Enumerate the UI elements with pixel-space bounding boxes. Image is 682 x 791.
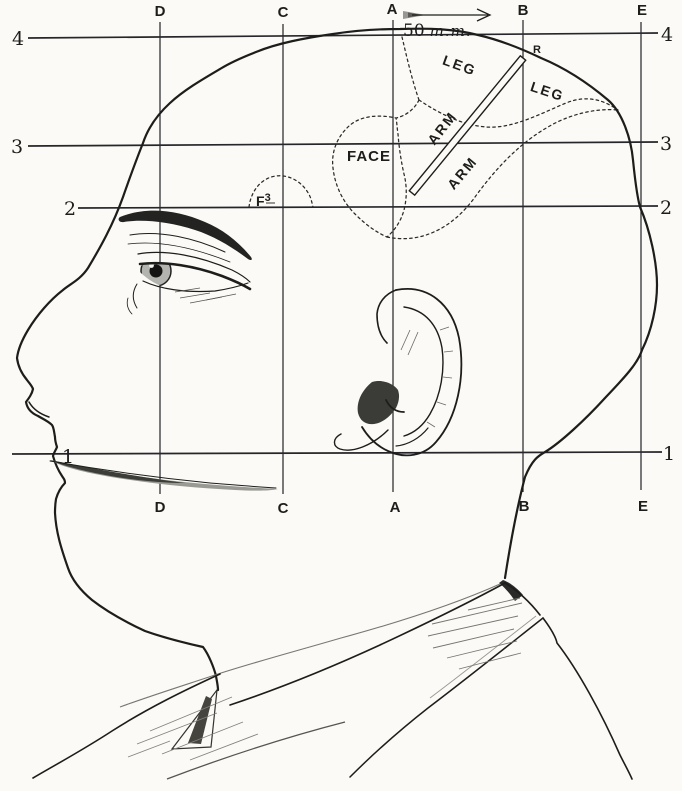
jacket-front-line	[166, 721, 346, 780]
nose-and-lips	[28, 401, 278, 491]
row-label-1-left: 1	[62, 446, 74, 468]
leg-parietal-label: LEG	[529, 78, 567, 104]
tragus	[357, 380, 400, 425]
collar-top-edge-echo	[119, 583, 501, 708]
rolando-fissure-band	[408, 54, 527, 197]
upper-lash-line	[138, 261, 252, 291]
lobe-inner-line	[395, 427, 429, 447]
nostril-line	[28, 401, 50, 418]
row-label-2-right: 2	[660, 197, 672, 219]
grid-labels: D C A B E D C A B E 4 3 2 1 4 3 2 1	[11, 1, 675, 517]
row-label-4-right: 4	[661, 24, 673, 46]
helix-root-hook	[376, 289, 397, 344]
eyebrow	[118, 210, 252, 261]
brow-shading-line-2	[127, 242, 231, 263]
grid-row-line-1	[11, 451, 663, 455]
ear-artwork	[333, 288, 463, 457]
grid-row-line-2	[77, 205, 659, 209]
boundary-precentral-upper	[401, 36, 420, 101]
col-label-b-top: B	[518, 2, 529, 19]
under-eye-hatching	[174, 287, 237, 304]
boundary-arm-lower	[386, 109, 619, 240]
lapel-line	[32, 673, 221, 779]
f3-letter: F	[256, 193, 265, 209]
grid-row-line-4	[27, 32, 659, 39]
f3-label: F3	[256, 192, 271, 209]
col-label-e-bottom: E	[638, 498, 648, 515]
collar-corner-shadow	[499, 580, 523, 601]
antihelix	[403, 306, 444, 437]
collar-top-edge	[229, 582, 506, 706]
tear-duct-line	[132, 283, 138, 309]
cortical-region-boundaries	[248, 36, 619, 240]
arm-parietal-label: ARM	[444, 153, 481, 192]
boundary-leg-arm	[418, 98, 619, 128]
grid-lines	[11, 20, 663, 494]
col-label-d-top: D	[155, 3, 166, 20]
col-label-b-bottom: B	[519, 498, 530, 515]
grid-row-line-3	[27, 141, 659, 147]
row-label-3-right: 3	[660, 133, 672, 155]
third-frontal-convolution-arc	[248, 175, 314, 208]
row-label-2-left: 2	[64, 198, 76, 220]
leg-frontal-label: LEG	[441, 52, 479, 79]
brow-shading-line	[129, 233, 226, 253]
scale-value: 50	[403, 21, 425, 41]
col-label-d-bottom: D	[155, 499, 166, 516]
face-region-outline	[331, 99, 420, 238]
region-labels: LEG LEG ARM ARM FACE R F3	[256, 44, 567, 209]
shoulder-back-line	[542, 617, 633, 780]
col-label-a-bottom: A	[390, 499, 401, 516]
lower-eyelid-line	[142, 280, 249, 293]
lip-line	[49, 460, 277, 489]
col-label-e-top: E	[637, 2, 647, 19]
outer-helix	[361, 288, 463, 457]
pupil	[149, 264, 163, 278]
col-label-c-bottom: C	[278, 500, 289, 517]
rolando-label: R	[533, 44, 541, 56]
ear-jaw-curl	[333, 429, 389, 451]
collar-bottom-echo	[429, 615, 537, 699]
tear-duct-line-2	[126, 297, 133, 315]
ear-hatching	[400, 326, 454, 428]
upper-eyelid-fold	[137, 251, 251, 283]
collar-bottom-edge	[349, 617, 544, 778]
collar-right-edge	[504, 582, 541, 616]
row-label-1-right: 1	[663, 443, 675, 465]
collar-and-jacket	[32, 580, 633, 780]
col-label-a-top: A	[387, 1, 398, 18]
jacket-hatching-left	[127, 696, 259, 761]
col-label-c-top: C	[278, 4, 289, 21]
f3-superscript: 3	[265, 192, 271, 204]
row-label-4-left: 4	[12, 28, 24, 50]
row-label-3-left: 3	[11, 136, 23, 158]
face-region-label: FACE	[347, 148, 391, 165]
ear-canal-shadow	[385, 399, 405, 413]
arrow-head-icon	[476, 8, 492, 22]
head-profile-outline	[15, 27, 659, 692]
eye-artwork	[118, 210, 252, 315]
collar-hatching-right	[427, 597, 523, 670]
